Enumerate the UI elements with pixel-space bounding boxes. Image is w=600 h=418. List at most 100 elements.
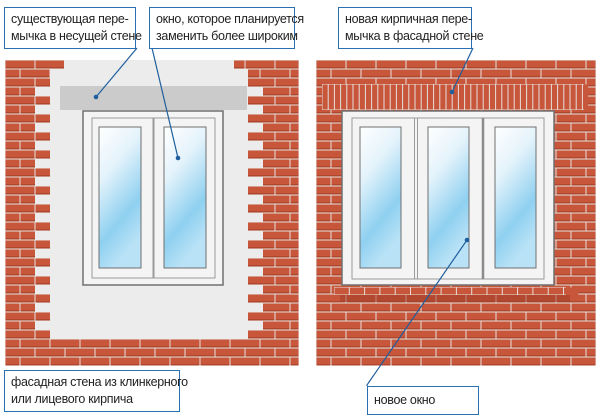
brick (5, 78, 35, 87)
brick-shadow (5, 166, 20, 168)
brick (556, 60, 586, 69)
sill-brick (472, 287, 487, 295)
brick-shadow (556, 265, 586, 267)
brick-shadow (290, 346, 299, 348)
brick (245, 78, 275, 87)
soldier-brick (334, 84, 341, 110)
soldier-brick (570, 84, 576, 110)
brick-shadow (290, 292, 299, 294)
brick-shadow (571, 310, 596, 312)
brick (331, 339, 361, 348)
brick-shadow (571, 76, 596, 78)
brick-shadow (466, 355, 496, 357)
brick-shadow (586, 229, 596, 231)
brick (5, 231, 20, 240)
brick-shadow (571, 274, 596, 276)
label-line: новая кирпичная пере- (345, 12, 472, 26)
brick (571, 339, 596, 348)
brick-shadow (316, 184, 331, 186)
brick (331, 321, 361, 330)
brick (571, 267, 596, 276)
brick (35, 348, 65, 357)
brick (361, 339, 391, 348)
brick-shadow (5, 220, 20, 222)
brick (586, 204, 596, 213)
brick (5, 69, 20, 78)
brick-shadow (586, 355, 596, 357)
brick-shadow (260, 202, 290, 204)
brick (5, 96, 35, 105)
brick (5, 267, 20, 276)
brick-shadow (421, 328, 451, 330)
brick (586, 168, 596, 177)
brick-shadow (50, 346, 80, 348)
brick (571, 177, 596, 186)
brick (275, 240, 299, 249)
brick (556, 294, 586, 303)
brick-shadow (466, 319, 496, 321)
brick (571, 231, 596, 240)
brick-shadow (5, 310, 20, 312)
brick (586, 258, 596, 267)
brick-shadow (155, 355, 185, 357)
brick-shadow (5, 265, 35, 267)
brick (5, 321, 20, 330)
brick (421, 321, 451, 330)
brick-shadow (316, 193, 346, 195)
brick (5, 276, 35, 285)
brick-shadow (541, 166, 571, 168)
soldier-brick (520, 84, 527, 110)
brick-shadow (376, 319, 406, 321)
brick (140, 357, 170, 366)
sill-brick (365, 287, 380, 295)
brick-shadow (5, 157, 35, 159)
brick-shadow (5, 76, 20, 78)
brick-shadow (245, 283, 275, 285)
brick (586, 240, 596, 249)
brick (260, 267, 290, 276)
brick (586, 186, 596, 195)
brick-shadow (361, 328, 391, 330)
brick (245, 330, 275, 339)
brick-shadow (5, 238, 20, 240)
soldier-brick (582, 84, 589, 110)
brick (316, 267, 331, 276)
brick (245, 294, 275, 303)
brick (316, 303, 331, 312)
brick-shadow (316, 76, 331, 78)
brick-shadow (5, 94, 20, 96)
brick (5, 123, 20, 132)
brick-shadow (331, 346, 361, 348)
brick (260, 105, 290, 114)
brick (5, 141, 20, 150)
brick (260, 69, 290, 78)
brick (541, 195, 571, 204)
brick (316, 177, 331, 186)
brick-shadow (451, 76, 481, 78)
inner-frame (351, 117, 545, 280)
brick (586, 312, 596, 321)
brick-shadow (125, 355, 155, 357)
brick (316, 150, 346, 159)
brick-shadow (170, 364, 200, 366)
brick (496, 312, 526, 321)
brick (571, 357, 596, 366)
brick (466, 348, 496, 357)
soldier-brick (545, 84, 551, 110)
brick (5, 204, 35, 213)
brick-shadow (316, 337, 346, 339)
soldier-brick (415, 84, 421, 110)
callout-old-window (151, 47, 179, 159)
brick-shadow (541, 274, 571, 276)
brick (245, 132, 275, 141)
brick (586, 114, 596, 123)
brick-shadow (316, 229, 346, 231)
brick (361, 69, 391, 78)
brick (541, 231, 571, 240)
brick (436, 60, 466, 69)
brick (275, 276, 299, 285)
brick-shadow (316, 319, 346, 321)
brick (5, 177, 20, 186)
brick-shadow (316, 166, 331, 168)
brick (556, 258, 586, 267)
